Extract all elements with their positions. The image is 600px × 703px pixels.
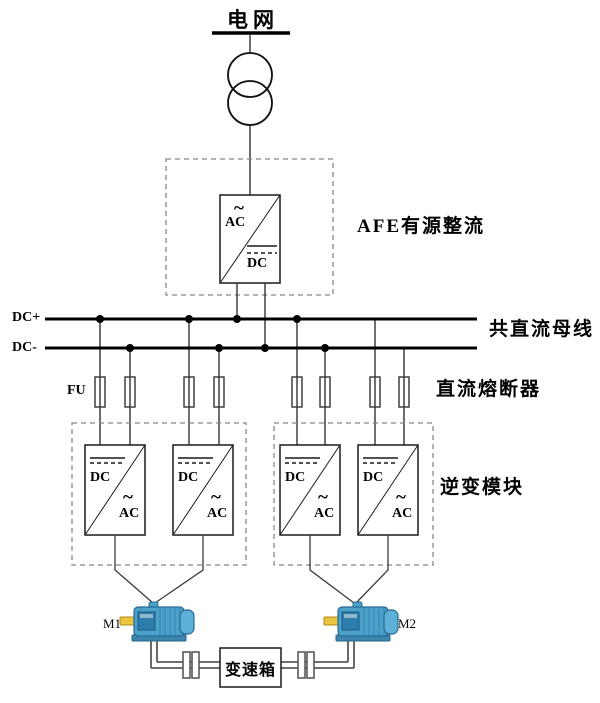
grid-label: 电网 bbox=[227, 8, 279, 32]
coupling-right-icon bbox=[297, 651, 315, 679]
inverter2-ac-text: AC bbox=[207, 506, 228, 521]
inverter-modules bbox=[84, 444, 419, 536]
inverter-module-label: 逆变模块 bbox=[440, 477, 525, 498]
motor-m2-icon bbox=[323, 601, 399, 642]
inverter-group-right-dashed-box bbox=[273, 422, 434, 566]
inverter4-dc-text: DC bbox=[363, 470, 384, 485]
afe-rectifier-block bbox=[165, 158, 334, 348]
inverter2-ac-symbol: ~ bbox=[211, 487, 221, 508]
inverter4-ac-symbol: ~ bbox=[396, 487, 406, 508]
fu-label: FU bbox=[67, 383, 86, 398]
grid-connection bbox=[212, 31, 290, 195]
inverter-module-3 bbox=[279, 444, 341, 536]
gearbox-label: 变速箱 bbox=[224, 661, 276, 679]
dc-bus-label: 共直流母线 bbox=[489, 319, 595, 340]
dc-bus-lines bbox=[45, 317, 477, 350]
inverter2-dc-text: DC bbox=[178, 470, 199, 485]
gearbox-box bbox=[219, 647, 282, 688]
inverter3-ac-symbol: ~ bbox=[318, 487, 328, 508]
afe-label: AFE有源整流 bbox=[357, 216, 486, 237]
inverter-module-1 bbox=[84, 444, 146, 536]
inverter3-dc-text: DC bbox=[285, 470, 306, 485]
inverter-group-left-dashed-box bbox=[71, 422, 247, 566]
afe-dashed-box bbox=[165, 158, 334, 296]
motor-m1-label: M1 bbox=[103, 616, 122, 631]
inverter3-ac-text: AC bbox=[314, 506, 335, 521]
coupling-left-icon bbox=[182, 651, 200, 679]
fuse-symbols bbox=[94, 376, 410, 408]
dc-plus-label: DC+ bbox=[12, 310, 41, 325]
inverter1-dc-text: DC bbox=[90, 470, 111, 485]
inverter4-ac-text: AC bbox=[392, 506, 413, 521]
dc-fuse-label: 直流熔断器 bbox=[436, 379, 542, 400]
motor-output-wires bbox=[114, 535, 389, 604]
inverter-module-4 bbox=[357, 444, 419, 536]
inverter-module-2 bbox=[172, 444, 234, 536]
transformer-icon bbox=[227, 52, 273, 126]
inverter1-ac-symbol: ~ bbox=[123, 487, 133, 508]
motor-m1-icon bbox=[119, 601, 195, 642]
afe-dc-text: DC bbox=[247, 256, 268, 271]
afe-ac-symbol: ~ bbox=[234, 198, 244, 219]
bus-drop-wires bbox=[99, 319, 405, 445]
afe-ac-text: AC bbox=[225, 215, 246, 230]
motor-m2-label: M2 bbox=[398, 616, 417, 631]
dc-minus-label: DC- bbox=[12, 340, 37, 355]
inverter1-ac-text: AC bbox=[119, 506, 140, 521]
junction-dots bbox=[96, 315, 329, 352]
